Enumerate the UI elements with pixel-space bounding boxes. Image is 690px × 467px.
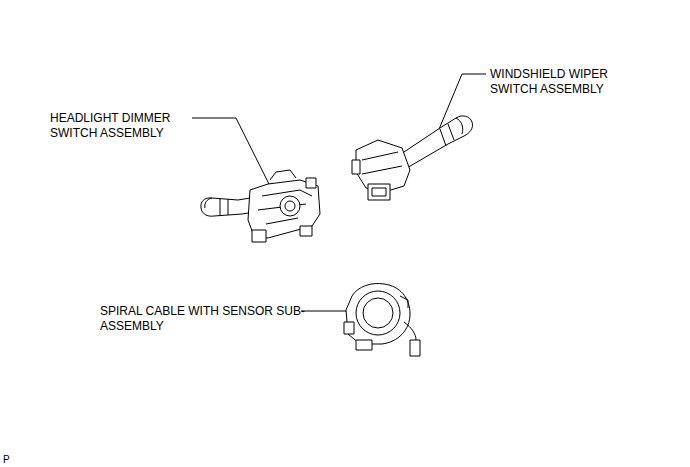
headlight-dimmer-switch: [201, 170, 320, 242]
spiral-cable: [344, 284, 420, 357]
leader-line: [192, 118, 272, 190]
leader-lines: [192, 74, 486, 311]
part-name: SPIRAL CABLE WITH SENSOR SUB-ASSEMBLY: [100, 304, 310, 334]
figure-code: P: [3, 452, 23, 467]
windshield-wiper-switch: [352, 116, 473, 200]
part-name: WINDSHIELD WIPER SWITCH ASSEMBLY: [490, 67, 640, 97]
leader-line: [301, 311, 347, 312]
part-name: HEADLIGHT DIMMER SWITCH ASSEMBLY: [50, 111, 200, 141]
